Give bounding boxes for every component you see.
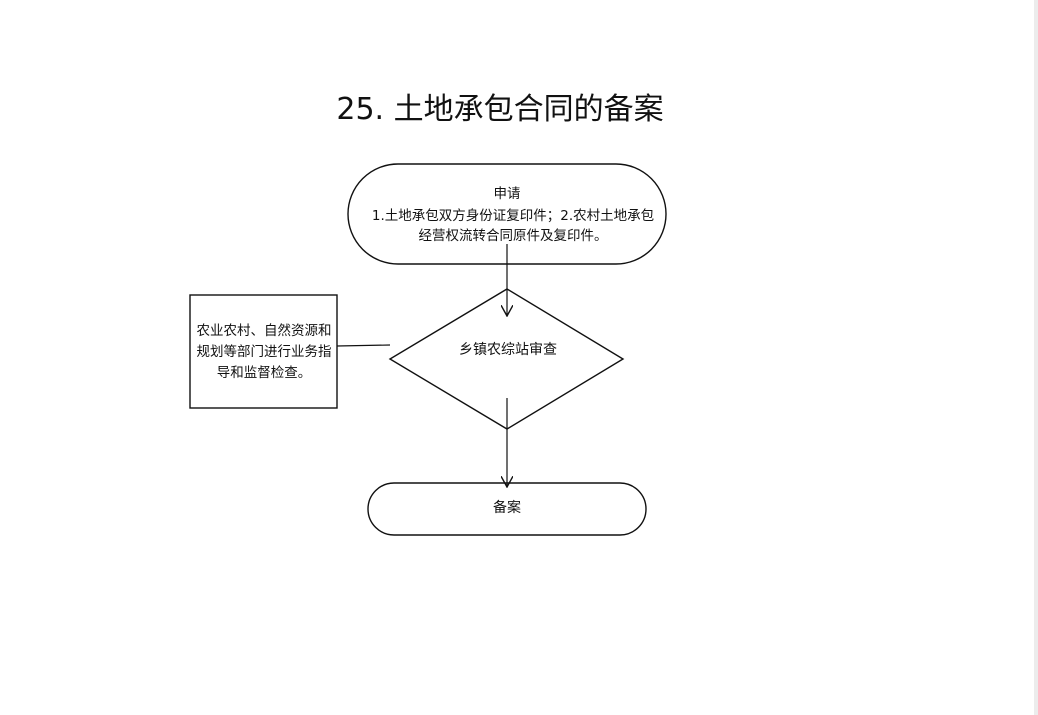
page-edge: [1034, 0, 1038, 715]
guidance-connector: [336, 344, 391, 347]
guidance-node-shape: [189, 294, 338, 409]
apply-node-detail: 1.土地承包双方身份证复印件；2.农村土地承包经营权流转合同原件及复印件。: [371, 208, 655, 244]
review-node-label: 乡镇农综站审查: [459, 342, 557, 358]
archive-node-label: 备案: [493, 500, 521, 516]
page-title: 25. 土地承包合同的备案: [336, 92, 664, 127]
apply-node-label: 申请: [493, 186, 521, 202]
guidance-node-label: 农业农村、自然资源和规划等部门进行业务指导和监督检查。: [196, 323, 332, 381]
